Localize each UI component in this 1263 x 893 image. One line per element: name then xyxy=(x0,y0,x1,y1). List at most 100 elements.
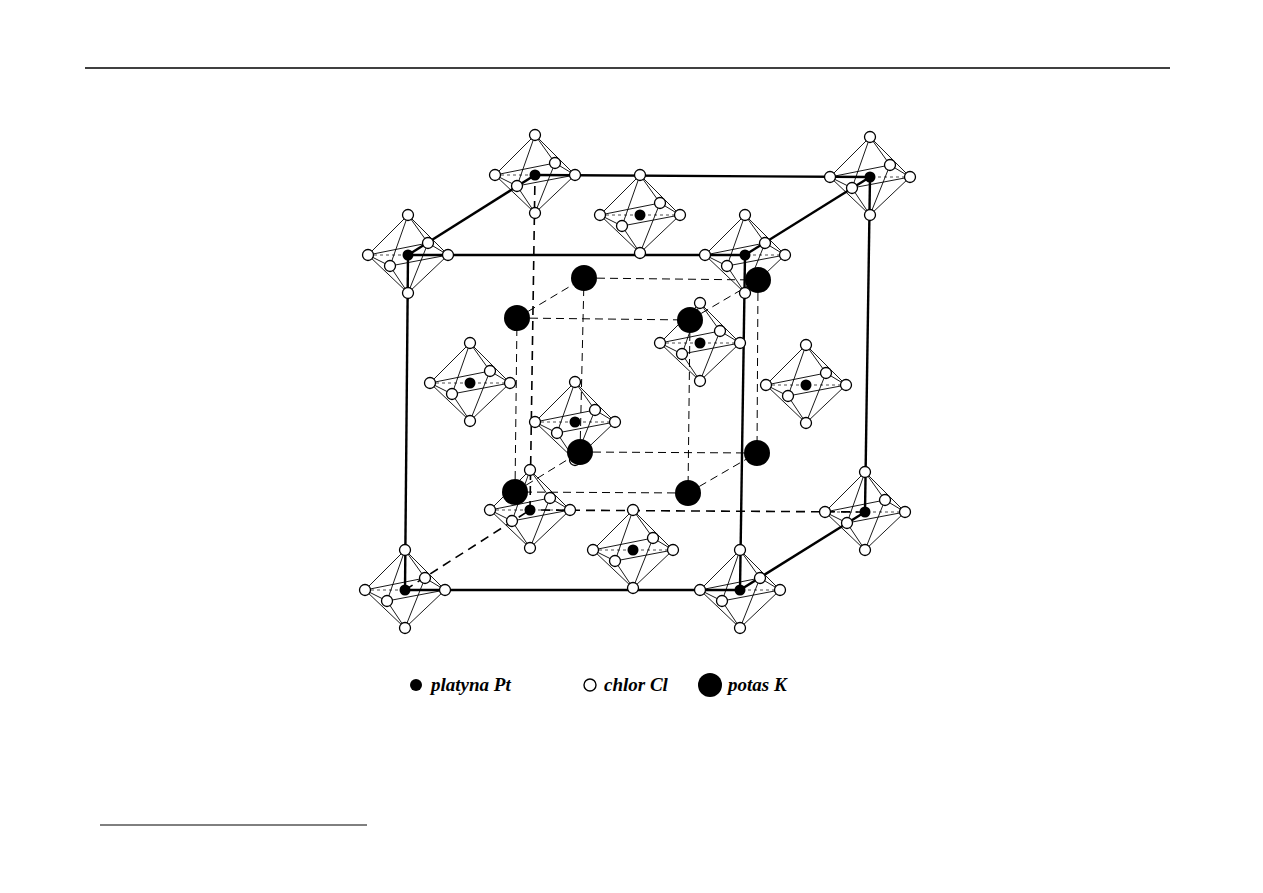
ptcl6-octahedron xyxy=(530,377,621,466)
ptcl6-octahedron xyxy=(700,210,791,299)
platinum-atom xyxy=(628,545,639,556)
octahedron-edge xyxy=(495,163,555,175)
chlorine-atom xyxy=(865,132,876,143)
octahedron-edge xyxy=(722,590,780,601)
octahedron-edge xyxy=(615,550,673,561)
platinum-atom xyxy=(403,250,414,261)
chlorine-atom xyxy=(885,160,896,171)
octahedron-edge xyxy=(593,550,633,588)
octahedron-edge xyxy=(430,343,470,383)
chlorine-atom xyxy=(425,378,436,389)
platinum-swatch xyxy=(410,679,422,691)
potassium-atom xyxy=(504,305,530,331)
chlorine-atom xyxy=(552,428,563,439)
octahedron-edge xyxy=(405,590,445,628)
chlorine-atom xyxy=(675,210,686,221)
potassium-cube-edge xyxy=(688,320,690,493)
chlorine-atom xyxy=(403,210,414,221)
chlorine-atom xyxy=(841,380,852,391)
chlorine-atom xyxy=(735,623,746,634)
potassium-cube-edge xyxy=(584,278,758,280)
octahedron-edge xyxy=(368,215,408,255)
ptcl6-octahedron xyxy=(490,130,581,219)
chlorine-atom xyxy=(363,250,374,261)
chlorine-atom xyxy=(783,391,794,402)
octahedron-edge xyxy=(557,422,615,433)
platinum-atom xyxy=(525,505,536,516)
chlorine-swatch xyxy=(584,679,596,691)
octahedron-edge xyxy=(745,215,785,255)
ptcl6-octahedron xyxy=(485,465,576,554)
chlorine-atom xyxy=(490,170,501,181)
octahedron-edge xyxy=(825,472,865,512)
platinum-atom xyxy=(465,378,476,389)
chlorine-atom xyxy=(801,418,812,429)
cube-edge xyxy=(865,177,870,512)
octahedron-edge xyxy=(870,177,910,215)
chlorine-atom xyxy=(775,585,786,596)
octahedron-edge xyxy=(633,510,673,550)
platinum-atom xyxy=(860,507,871,518)
octahedron-edge xyxy=(387,590,445,601)
octahedron-edge xyxy=(470,383,510,421)
octahedron-edge xyxy=(700,578,760,590)
chlorine-atom xyxy=(635,248,646,259)
chlorine-atom xyxy=(715,326,726,337)
cube-edge xyxy=(530,175,535,510)
potassium-cube-edge xyxy=(515,492,688,493)
octahedron-edge xyxy=(535,410,595,422)
chlorine-atom xyxy=(465,416,476,427)
octahedron-edge xyxy=(390,255,448,266)
cube-edge xyxy=(745,177,870,255)
octahedron-edge xyxy=(452,383,510,394)
chlorine-atom xyxy=(440,585,451,596)
chlorine-atom xyxy=(507,516,518,527)
octahedron-edge xyxy=(830,165,890,177)
ptcl6-octahedron xyxy=(595,170,686,259)
octahedron-edge xyxy=(830,137,870,177)
octahedron-edge xyxy=(408,255,448,293)
ptcl6-octahedron xyxy=(695,545,786,634)
chlorine-atom xyxy=(423,238,434,249)
potassium-atom xyxy=(745,267,771,293)
chlorine-atom xyxy=(628,505,639,516)
octahedron-edge xyxy=(870,137,910,177)
chlorine-atom xyxy=(530,417,541,428)
cube-edge xyxy=(530,510,865,512)
ptcl6-octahedron xyxy=(360,545,451,634)
chlorine-atom xyxy=(530,130,541,141)
chlorine-atom xyxy=(443,250,454,261)
chlorine-atom xyxy=(420,573,431,584)
chlorine-atom xyxy=(780,250,791,261)
octahedron-edge xyxy=(600,175,640,215)
ptcl6-octahedron xyxy=(363,210,454,299)
octahedron-edge xyxy=(517,175,575,186)
chlorine-atom xyxy=(610,556,621,567)
chlorine-atom xyxy=(905,172,916,183)
chlorine-atom xyxy=(865,210,876,221)
platinum-atom xyxy=(695,338,706,349)
chlorine-atom xyxy=(525,543,536,554)
chlorine-atom xyxy=(485,366,496,377)
chlorine-atom xyxy=(740,210,751,221)
chlorine-atom xyxy=(485,505,496,516)
octahedron-edge xyxy=(766,385,806,423)
octahedron-edge xyxy=(633,550,673,588)
octahedron-edge xyxy=(700,550,740,590)
chlorine-atom xyxy=(525,465,536,476)
octahedron-edge xyxy=(530,470,570,510)
footnote-rule xyxy=(100,825,367,826)
chlorine-atom xyxy=(385,261,396,272)
legend-label: platyna Pt xyxy=(431,675,511,694)
octahedron-edge xyxy=(745,255,785,293)
chlorine-atom xyxy=(590,405,601,416)
chlorine-atom xyxy=(648,533,659,544)
chlorine-atom xyxy=(760,238,771,249)
chlorine-atom xyxy=(550,158,561,169)
chlorine-atom xyxy=(820,507,831,518)
platinum-atom xyxy=(530,170,541,181)
octahedron-edge xyxy=(766,373,826,385)
cube-edge xyxy=(740,512,865,590)
platinum-atom xyxy=(865,172,876,183)
ptcl6-octahedron xyxy=(761,340,852,429)
